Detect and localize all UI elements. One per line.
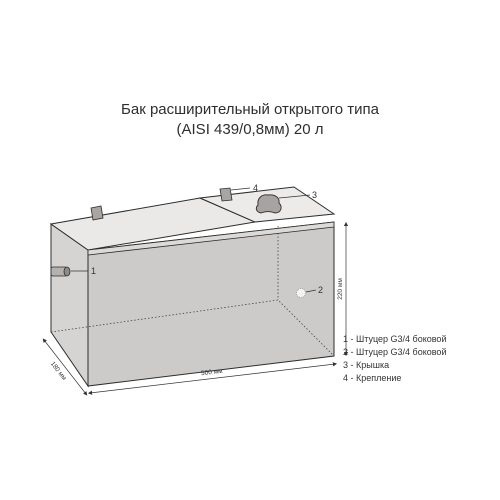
callout-leader-2 [305, 289, 317, 293]
callout-label-2: 2 [318, 285, 323, 295]
legend-item: 3 - Крышка [343, 360, 390, 370]
callout-leader-3 [278, 194, 311, 199]
mounting-bracket-right [219, 187, 233, 202]
dimension-label-depth: 180 мм [49, 360, 68, 382]
dimension-label-length: 500 мм [201, 368, 224, 378]
callout-label-1: 1 [91, 266, 96, 276]
legend-item: 2 - Штуцер G3/4 боковой [343, 347, 447, 357]
filler-cap [255, 194, 282, 214]
diagram-title-line-2: (AISI 439/0,8мм) 20 л [176, 121, 324, 138]
legend-item: 4 - Крепление [343, 373, 402, 383]
lid-front-edge [87, 221, 335, 256]
side-fitting-1 [50, 266, 71, 277]
tank-left-face [50, 223, 89, 388]
mounting-bracket-left [90, 205, 104, 221]
dimension-line-depth [42, 338, 88, 396]
back-fitting-2 [296, 288, 306, 298]
callout-label-4: 4 [253, 183, 258, 193]
dimension-label-height: 220 мм [337, 278, 344, 300]
parts-legend: 1 - Штуцер G3/4 боковой 2 - Штуцер G3/4 … [343, 333, 446, 385]
dimension-line-length [87, 362, 338, 395]
diagram-title-line-1: Бак расширительный открытого типа [121, 101, 379, 118]
legend-item: 1 - Штуцер G3/4 боковой [343, 334, 447, 344]
callout-leader-4 [230, 187, 251, 191]
callout-label-3: 3 [312, 190, 317, 200]
